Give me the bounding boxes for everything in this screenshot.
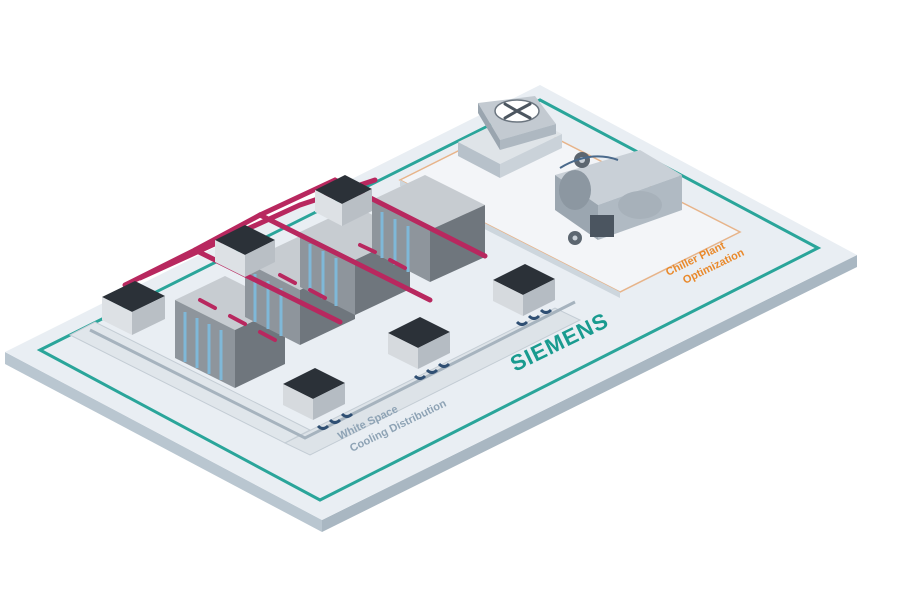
cooling-distribution-unit	[388, 317, 451, 380]
cooling-distribution-unit	[283, 368, 354, 430]
chiller-icon	[555, 150, 682, 245]
crah-unit	[215, 225, 275, 277]
crah-unit	[102, 281, 165, 335]
pipe-rack	[68, 300, 582, 456]
floor-side-front	[5, 352, 322, 532]
teal-boundary-line	[36, 98, 822, 502]
floor-side-right	[322, 255, 857, 532]
cooling-tower	[458, 96, 562, 178]
cooling-distribution-unit	[493, 264, 555, 326]
crah-unit	[315, 175, 372, 226]
fan-icon	[494, 99, 540, 123]
